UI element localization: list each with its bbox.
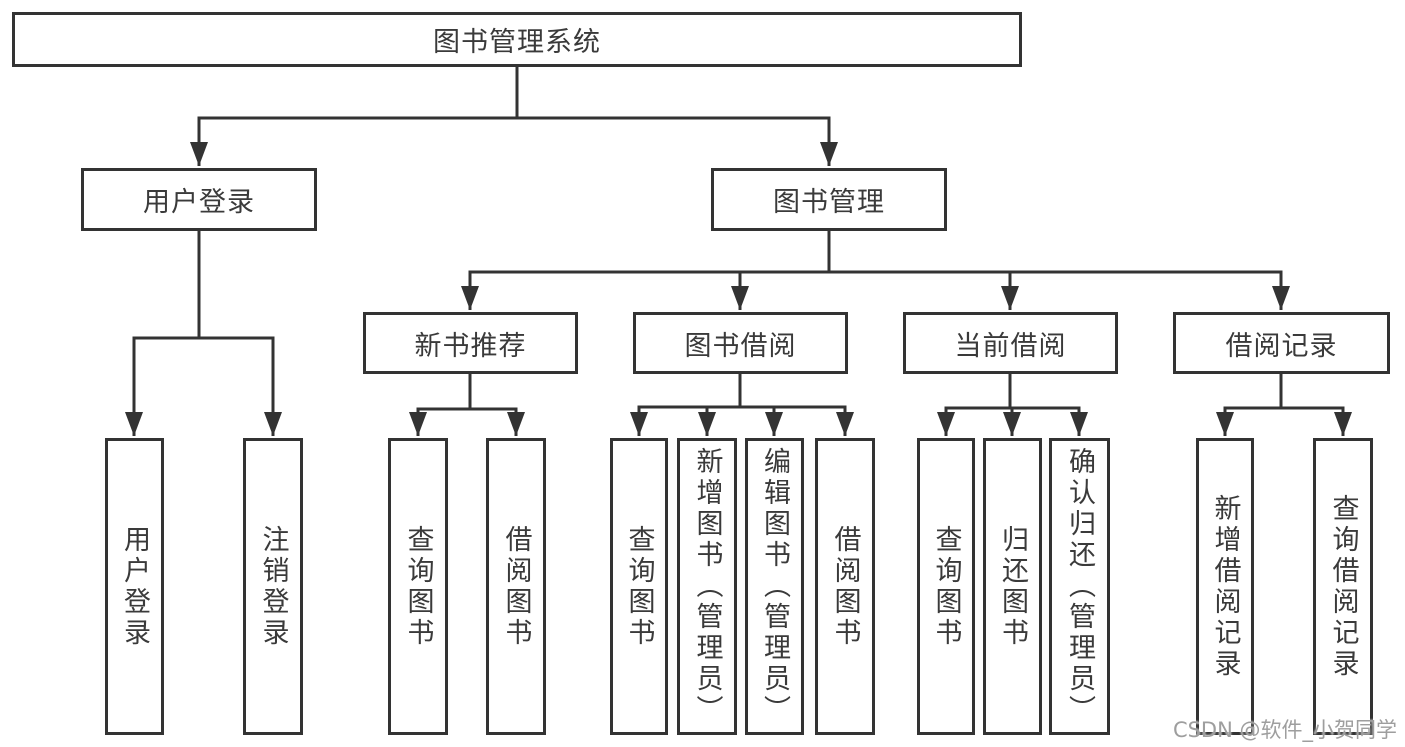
node-new-book-recommend: 新书推荐 bbox=[363, 312, 578, 374]
leaf-logout: 注销登录 bbox=[243, 438, 303, 735]
node-current-borrow: 当前借阅 bbox=[903, 312, 1118, 374]
leaf-add-book-admin: 新增图书（管理员） bbox=[677, 438, 737, 735]
node-borrow-records: 借阅记录 bbox=[1173, 312, 1390, 374]
connector-book-borrow-trunk bbox=[637, 374, 847, 409]
connector-current-borrow-trunk bbox=[944, 374, 1081, 410]
connector-user-login-trunk bbox=[132, 231, 275, 340]
leaf-return-book: 归还图书 bbox=[983, 438, 1042, 735]
leaf-add-book-admin-label: 新增图书（管理员） bbox=[691, 447, 723, 726]
watermark: CSDN @软件_小贺同学 bbox=[1172, 718, 1397, 742]
connector-root-trunk bbox=[197, 67, 831, 120]
leaf-logout-label: 注销登录 bbox=[257, 524, 289, 649]
node-borrow-records-label: 借阅记录 bbox=[1225, 330, 1338, 362]
leaf-confirm-return-admin-label: 确认归还（管理员） bbox=[1064, 447, 1095, 726]
connector-new-book-trunk bbox=[416, 374, 518, 411]
leaf-query-book-3-label: 查询图书 bbox=[930, 524, 962, 649]
node-new-book-recommend-label: 新书推荐 bbox=[414, 330, 527, 362]
leaf-borrow-book-1-label: 借阅图书 bbox=[500, 524, 532, 649]
node-root-label: 图书管理系统 bbox=[433, 27, 601, 58]
leaf-add-borrow-record-label: 新增借阅记录 bbox=[1209, 493, 1241, 680]
leaf-query-book-1: 查询图书 bbox=[388, 438, 448, 735]
leaf-confirm-return-admin: 确认归还（管理员） bbox=[1049, 438, 1110, 735]
node-user-login: 用户登录 bbox=[81, 168, 317, 231]
node-book-borrow-label: 图书借阅 bbox=[684, 330, 797, 362]
leaf-user-login: 用户登录 bbox=[105, 438, 164, 735]
leaf-add-borrow-record: 新增借阅记录 bbox=[1196, 438, 1254, 735]
node-user-login-label: 用户登录 bbox=[143, 187, 255, 218]
leaf-query-book-2-label: 查询图书 bbox=[623, 524, 655, 649]
leaf-borrow-book-1: 借阅图书 bbox=[486, 438, 546, 735]
connector-book-management-trunk bbox=[468, 231, 1283, 274]
connector-borrow-records-trunk bbox=[1223, 374, 1345, 410]
node-current-borrow-label: 当前借阅 bbox=[954, 330, 1067, 362]
leaf-query-book-2: 查询图书 bbox=[610, 438, 668, 735]
leaf-return-book-label: 归还图书 bbox=[997, 524, 1028, 649]
leaf-user-login-label: 用户登录 bbox=[119, 524, 150, 649]
node-book-borrow: 图书借阅 bbox=[633, 312, 848, 374]
leaf-borrow-book-2-label: 借阅图书 bbox=[829, 524, 861, 649]
leaf-query-borrow-record-label: 查询借阅记录 bbox=[1327, 493, 1359, 680]
leaf-edit-book-admin-label: 编辑图书（管理员） bbox=[759, 447, 790, 726]
leaf-edit-book-admin: 编辑图书（管理员） bbox=[745, 438, 804, 735]
node-book-management: 图书管理 bbox=[711, 168, 947, 231]
leaf-query-book-3: 查询图书 bbox=[917, 438, 975, 735]
leaf-borrow-book-2: 借阅图书 bbox=[815, 438, 875, 735]
node-root: 图书管理系统 bbox=[12, 12, 1022, 67]
leaf-query-book-1-label: 查询图书 bbox=[402, 524, 434, 649]
node-book-management-label: 图书管理 bbox=[773, 187, 885, 218]
leaf-query-borrow-record: 查询借阅记录 bbox=[1313, 438, 1373, 735]
